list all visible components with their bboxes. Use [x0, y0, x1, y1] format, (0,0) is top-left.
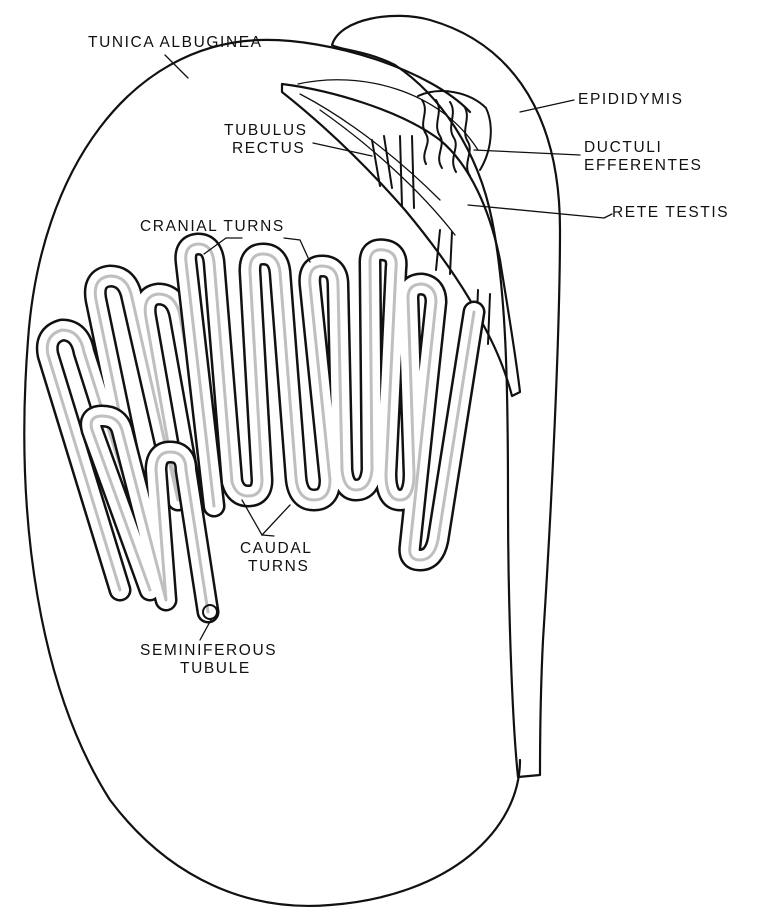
label-ductuli-efferentes-line2: EFFERENTES [584, 157, 702, 174]
label-rete-testis: RETE TESTIS [612, 204, 729, 221]
label-seminiferous-tubule-line2: TUBULE [180, 660, 251, 677]
epididymis-inner-edge [298, 80, 478, 150]
label-caudal-turns-line2: TURNS [248, 558, 309, 575]
label-epididymis: EPIDIDYMIS [578, 91, 684, 108]
label-tunica-albuginea: TUNICA ALBUGINEA [88, 34, 263, 51]
seminiferous-tubule-main [186, 244, 474, 560]
label-tubulus-rectus-line2: RECTUS [232, 140, 305, 157]
label-seminiferous-tubule-line1: SEMINIFEROUS [140, 642, 277, 659]
label-cranial-turns: CRANIAL TURNS [140, 218, 285, 235]
rete-testis-shading [300, 94, 455, 235]
label-ductuli-efferentes-line1: DUCTULI [584, 139, 662, 156]
label-caudal-turns-line1: CAUDAL [240, 540, 312, 557]
label-tubulus-rectus-line1: TUBULUS [224, 122, 308, 139]
